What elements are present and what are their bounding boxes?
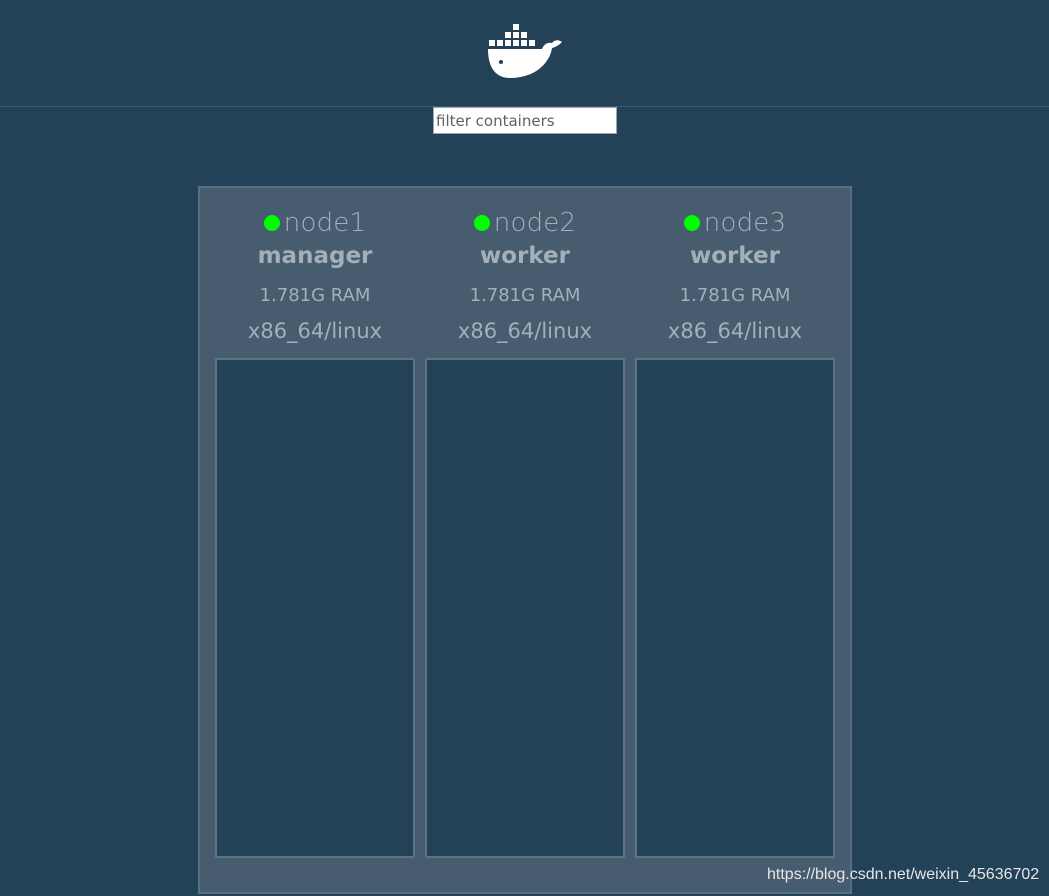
status-online-icon xyxy=(263,215,280,231)
node-arch: x86_64/linux xyxy=(247,319,383,343)
node-arch: x86_64/linux xyxy=(457,319,593,343)
node-name: node1 xyxy=(283,208,367,238)
node-column: node1 manager 1.781G RAM x86_64/linux xyxy=(215,188,415,894)
docker-whale-icon xyxy=(488,24,562,78)
node-containers-area xyxy=(635,358,835,858)
swarm-nodes-panel: node1 manager 1.781G RAM x86_64/linux no… xyxy=(198,186,852,894)
node-role: worker xyxy=(689,243,780,269)
header xyxy=(0,0,1049,107)
node-name: node3 xyxy=(703,208,787,238)
node-ram: 1.781G RAM xyxy=(679,285,791,306)
node-arch: x86_64/linux xyxy=(667,319,803,343)
node-info: node3 worker 1.781G RAM x86_64/linux xyxy=(635,188,835,358)
node-column: node3 worker 1.781G RAM x86_64/linux xyxy=(635,188,835,894)
node-containers-area xyxy=(425,358,625,858)
filter-containers-input[interactable] xyxy=(433,107,617,134)
status-online-icon xyxy=(473,215,490,231)
node-ram: 1.781G RAM xyxy=(469,285,581,306)
node-info: node2 worker 1.781G RAM x86_64/linux xyxy=(425,188,625,358)
node-column: node2 worker 1.781G RAM x86_64/linux xyxy=(425,188,625,894)
node-info: node1 manager 1.781G RAM x86_64/linux xyxy=(215,188,415,358)
node-containers-area xyxy=(215,358,415,858)
node-ram: 1.781G RAM xyxy=(259,285,371,306)
node-role: worker xyxy=(479,243,570,269)
node-name-row: node2 xyxy=(425,206,625,240)
node-name: node2 xyxy=(493,208,577,238)
status-online-icon xyxy=(683,215,700,231)
node-name-row: node3 xyxy=(635,206,835,240)
watermark-text: https://blog.csdn.net/weixin_45636702 xyxy=(767,866,1040,883)
node-role: manager xyxy=(257,243,373,269)
node-name-row: node1 xyxy=(215,206,415,240)
